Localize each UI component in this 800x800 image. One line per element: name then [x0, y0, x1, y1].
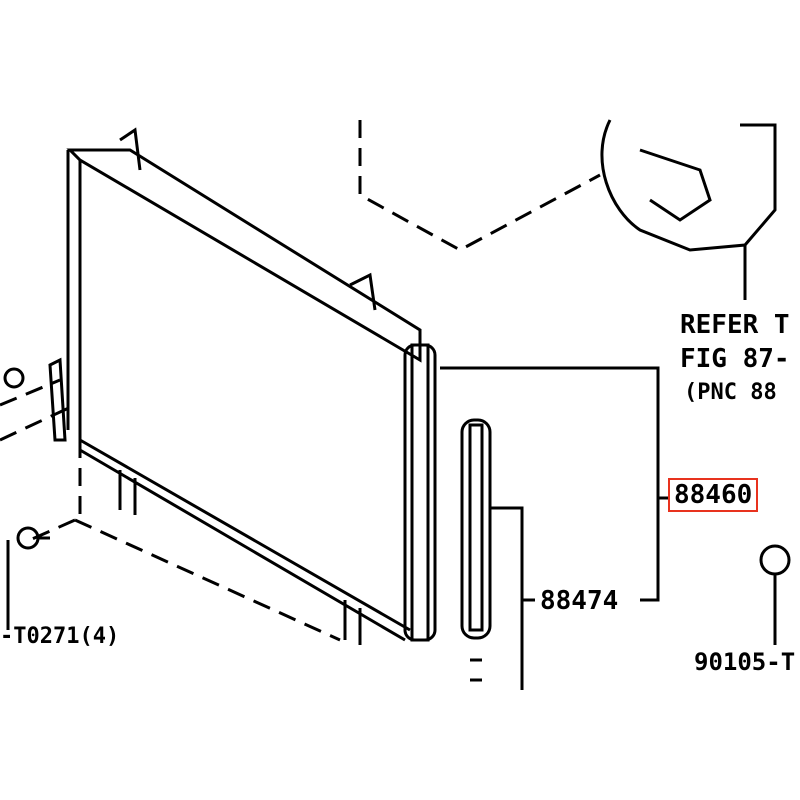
bolt-left — [3, 367, 50, 630]
part-number-bolt-right[interactable]: 90105-T — [694, 648, 796, 676]
condenser — [48, 127, 437, 645]
part-number-88474[interactable]: 88474 — [540, 586, 619, 616]
refer-text-line2: FIG 87- — [680, 344, 790, 374]
receiver-drier — [460, 418, 492, 682]
refer-text-line1: REFER T — [680, 310, 790, 340]
bolt-right — [759, 544, 791, 645]
part-number-88460[interactable]: 88460 — [668, 478, 759, 512]
refer-text-line3[interactable]: (PNC 88 — [684, 380, 777, 405]
compressor-reference — [600, 119, 777, 300]
part-number-bolt-left[interactable]: -T0271(4) — [0, 624, 120, 649]
leader-lines — [440, 366, 668, 690]
dashed-outline — [0, 120, 601, 642]
